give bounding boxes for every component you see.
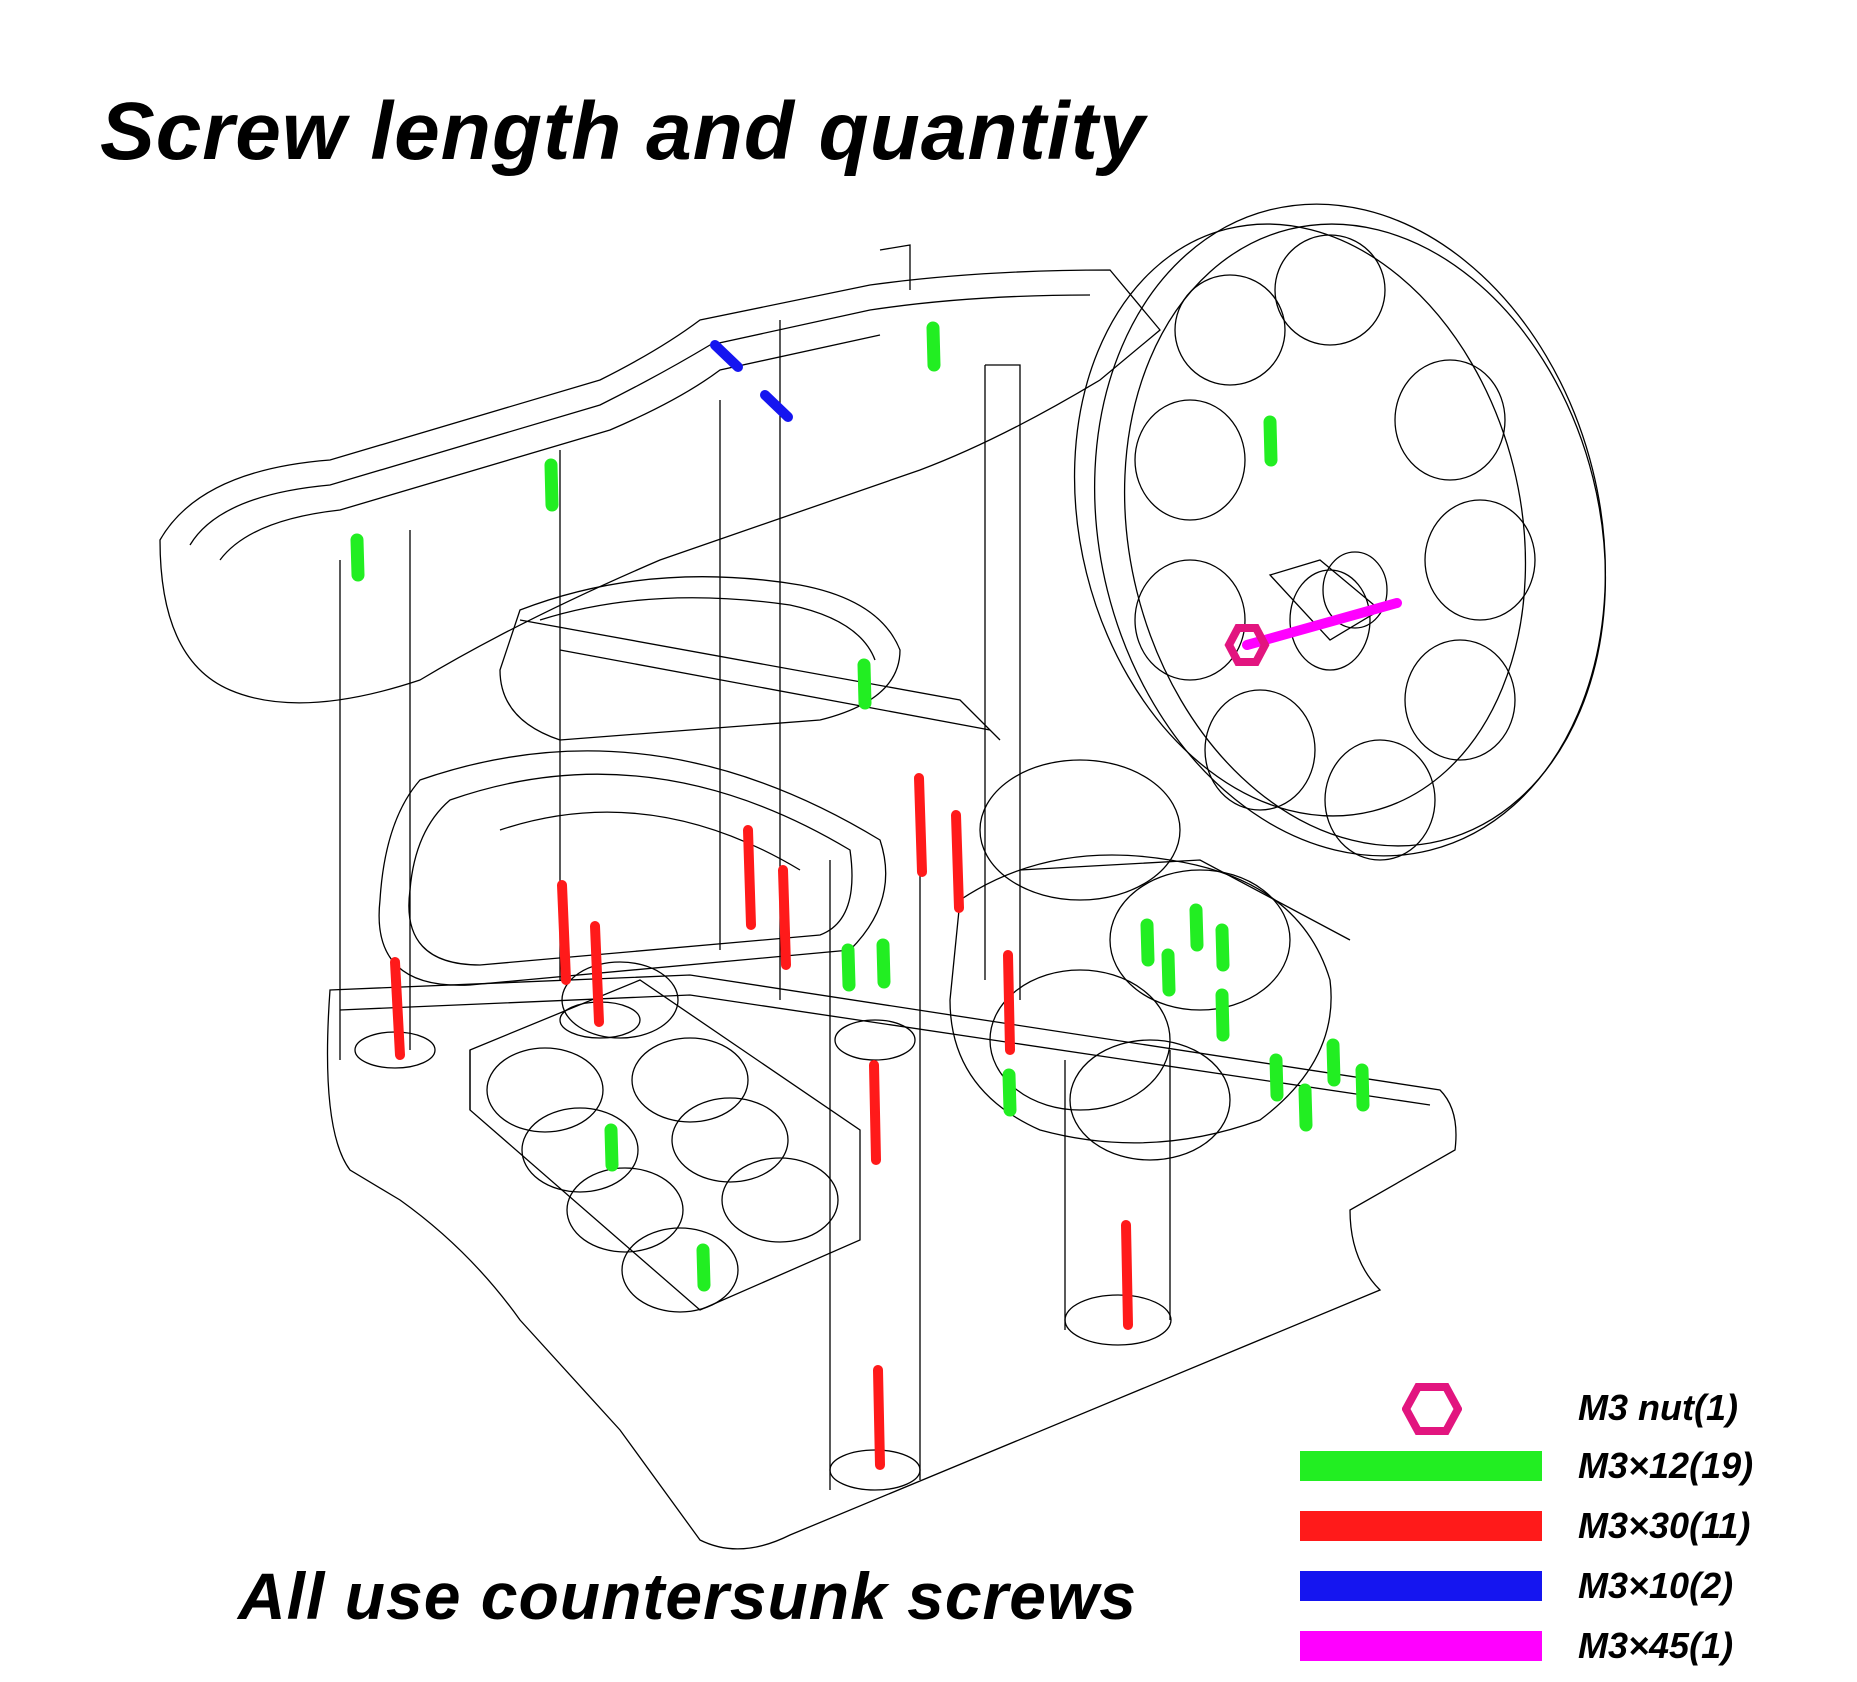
m3x12-screw (1215, 923, 1230, 972)
legend-label: M3×45(1) (1578, 1625, 1734, 1666)
m3-nut-icon (1224, 624, 1270, 666)
m3x45-screw (1242, 598, 1402, 650)
m3x12-screw (1002, 1068, 1017, 1117)
m3x12-screws (350, 321, 1370, 1292)
m3x12-screw (1189, 903, 1204, 952)
m3x12-screw (1215, 988, 1230, 1042)
legend-label: M3×10(2) (1578, 1565, 1734, 1606)
m3x12-screw (1298, 1083, 1313, 1132)
wireframe-lines (159, 203, 1607, 1550)
m3x12-screw (841, 943, 856, 992)
m3x30-screw (869, 1060, 881, 1165)
m3x12-screw (1263, 415, 1278, 467)
m3x30-screw (390, 957, 405, 1060)
diagram-title: Screw length and quantity (100, 86, 1146, 177)
legend-swatch (1300, 1511, 1542, 1541)
legend-item-m3x45: M3×45(1) (1300, 1623, 1820, 1666)
legend-swatch (1300, 1631, 1542, 1661)
m3x12-screw (1140, 918, 1155, 967)
m3x30-screw (951, 810, 964, 913)
legend-item-m3x30: M3×30(11) (1300, 1503, 1820, 1546)
m3x10-screw (710, 340, 743, 372)
m3x12-screw (857, 658, 872, 710)
legend-label: M3×12(19) (1578, 1445, 1754, 1486)
m3x12-screw (926, 321, 941, 372)
m3x12-screw (1326, 1038, 1341, 1087)
m3x30-screw (778, 865, 791, 970)
diagram-subtitle: All use countersunk screws (238, 1559, 1137, 1633)
m3x30-screw (1003, 950, 1015, 1055)
m3x10-screws (710, 340, 793, 422)
legend-swatch (1300, 1571, 1542, 1601)
legend-swatch (1300, 1451, 1542, 1481)
m3x30-screw (873, 1365, 885, 1470)
legend-label: M3×30(11) (1578, 1505, 1751, 1546)
m3x12-screw (696, 1243, 711, 1292)
hex-nut-icon (1402, 1383, 1462, 1435)
m3x12-screw (544, 458, 559, 512)
m3x30-screw (590, 921, 604, 1027)
m3x12-screw (350, 533, 365, 582)
m3x12-screw (1161, 948, 1176, 997)
legend-item-m3x12: M3×12(19) (1300, 1443, 1820, 1486)
m3x12-screw (1269, 1053, 1284, 1102)
m3x12-screw (1355, 1063, 1370, 1112)
m3x10-screw (760, 390, 793, 422)
m3x12-screw (876, 938, 891, 989)
legend-label: M3 nut(1) (1578, 1387, 1738, 1428)
m3x45-screw-group (1224, 598, 1402, 666)
m3x30-screw (914, 773, 927, 877)
m3x12-screw (604, 1123, 619, 1172)
m3x30-screws (390, 773, 1133, 1470)
m3x30-screw (743, 825, 756, 930)
legend-item-nut: M3 nut(1) (1300, 1383, 1820, 1435)
m3x30-screw (557, 880, 571, 985)
m3x30-screw (1121, 1220, 1133, 1330)
legend-item-m3x10: M3×10(2) (1300, 1563, 1820, 1606)
